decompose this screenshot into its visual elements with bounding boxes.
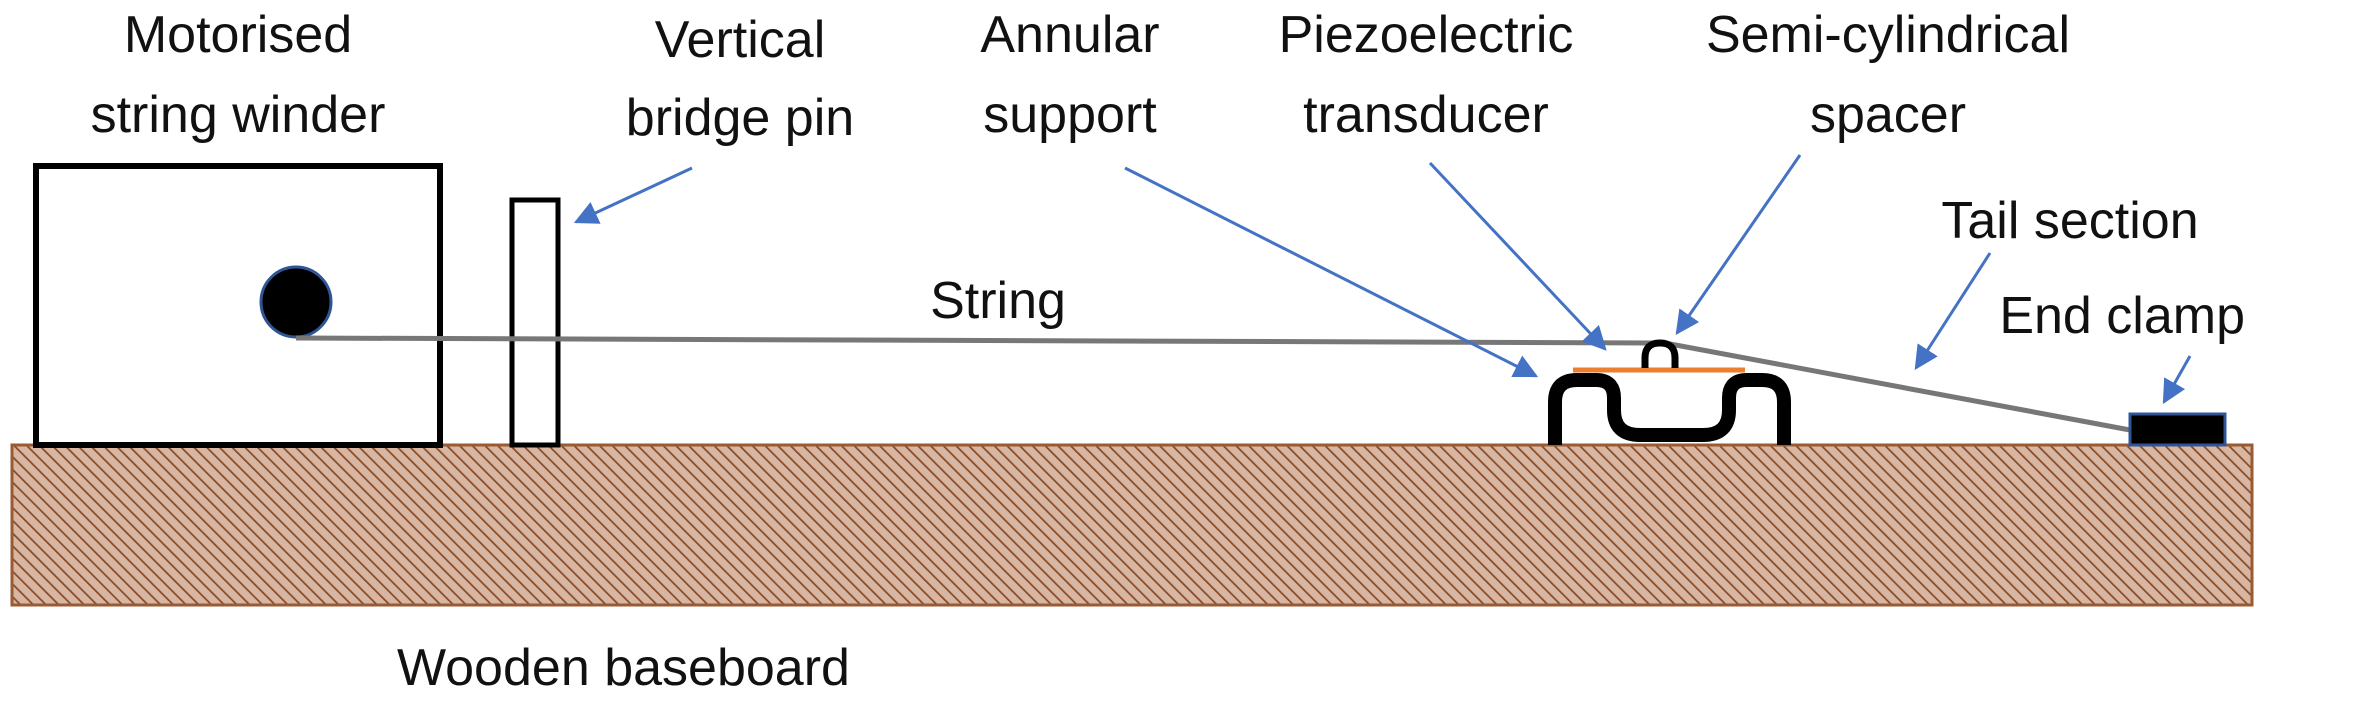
label-baseboard: Wooden baseboard <box>397 639 850 697</box>
string-winder-box <box>33 163 443 448</box>
vertical-bridge-pin <box>509 197 561 448</box>
label-spacer-line2: spacer <box>1810 86 1966 144</box>
annular-support <box>1548 373 1791 445</box>
arrow-spacer <box>1675 154 1802 335</box>
arrow-piezoelectric-transducer <box>1428 161 1607 351</box>
label-string: String <box>930 272 1066 330</box>
label-spacer-line1: Semi-cylindrical <box>1706 6 2070 64</box>
label-pin-line1: Vertical <box>655 11 826 69</box>
arrow-tail-section <box>1914 252 1992 371</box>
arrow-bridge-pin <box>573 166 693 224</box>
label-tail-section: Tail section <box>1941 192 2198 250</box>
label-annular-line1: Annular <box>980 6 1159 64</box>
label-piezo-line1: Piezoelectric <box>1279 6 1574 64</box>
label-piezo-line2: transducer <box>1303 86 1549 144</box>
label-annular-line2: support <box>983 86 1157 144</box>
label-winder-line2: string winder <box>91 86 386 144</box>
winder-spindle <box>259 265 333 339</box>
wooden-baseboard <box>10 443 2254 607</box>
end-clamp <box>2128 412 2227 447</box>
label-winder-line1: Motorised <box>124 6 352 64</box>
semi-cylindrical-spacer <box>1641 339 1679 368</box>
string-line <box>295 335 2131 433</box>
arrow-end-clamp <box>2162 355 2192 405</box>
arrow-annular-support <box>1124 166 1539 378</box>
label-end-clamp: End clamp <box>1999 287 2245 345</box>
label-pin-line2: bridge pin <box>626 89 854 147</box>
